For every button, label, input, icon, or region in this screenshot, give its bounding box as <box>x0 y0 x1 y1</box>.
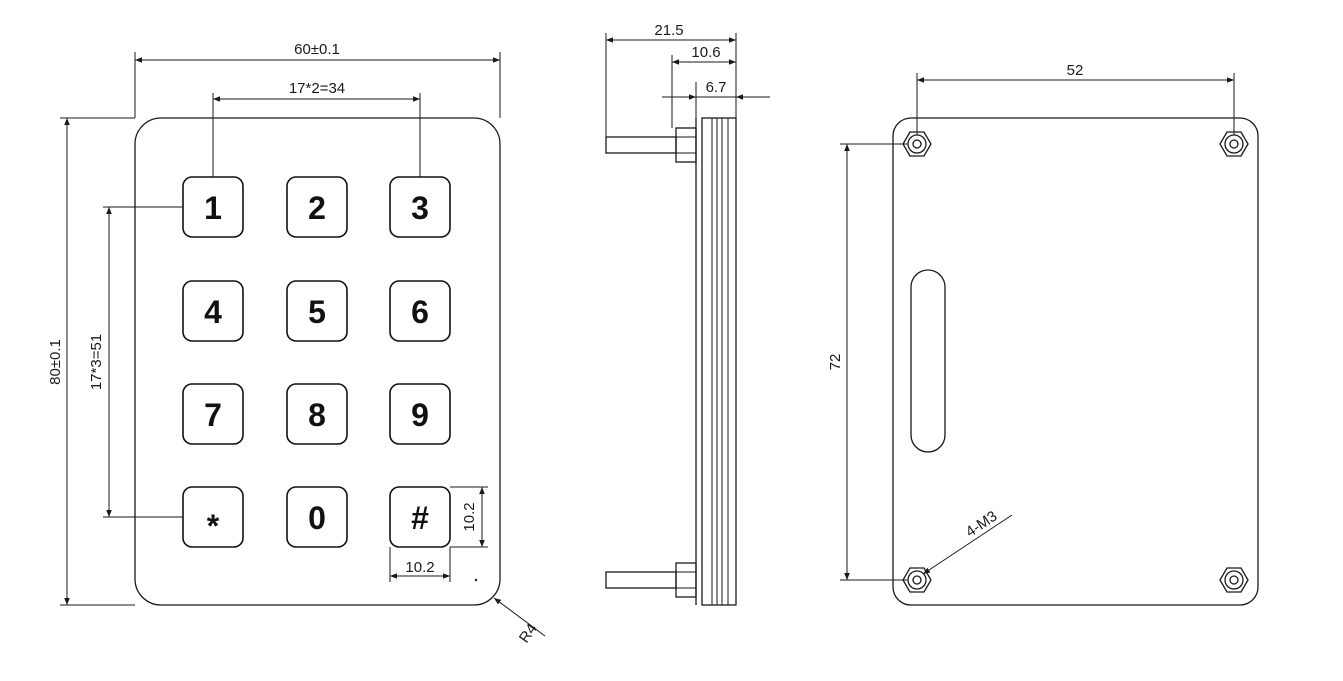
front-view: 1 2 3 4 5 6 7 8 9 * 0 # 60±0.1 17*2=34 <box>47 41 546 646</box>
svg-text:17*2=34: 17*2=34 <box>289 80 345 97</box>
key-0: 0 <box>286 486 348 548</box>
back-slot <box>910 269 946 453</box>
svg-text:7: 7 <box>204 397 222 433</box>
svg-text:#: # <box>411 500 429 536</box>
svg-text:6.7: 6.7 <box>706 79 727 96</box>
svg-text:9: 9 <box>411 397 429 433</box>
svg-text:10.2: 10.2 <box>405 559 434 576</box>
nut-top-right <box>1219 131 1249 157</box>
svg-text:2: 2 <box>308 190 326 226</box>
svg-text:5: 5 <box>308 294 326 330</box>
dim-side-depth-body: 10.6 <box>671 44 736 128</box>
svg-text:4: 4 <box>204 294 222 330</box>
key-9: 9 <box>389 383 451 445</box>
key-star: * <box>182 486 244 548</box>
dim-width-total: 60±0.1 <box>134 41 501 118</box>
svg-text:72: 72 <box>827 354 844 371</box>
svg-text:3: 3 <box>411 190 429 226</box>
dim-back-hole-spacing-v: 72 <box>827 143 908 581</box>
key-hash: # <box>389 486 451 548</box>
svg-text:10.6: 10.6 <box>691 44 720 61</box>
key-6: 6 <box>389 280 451 342</box>
dim-height-total: 80±0.1 <box>47 117 135 606</box>
svg-text:80±0.1: 80±0.1 <box>47 339 64 385</box>
svg-text:60±0.1: 60±0.1 <box>294 41 340 58</box>
dim-key-height: 10.2 <box>450 486 488 548</box>
dim-key-width: 10.2 <box>389 547 451 582</box>
key-8: 8 <box>286 383 348 445</box>
svg-text:*: * <box>207 508 220 544</box>
dim-side-depth-total: 21.5 <box>605 22 737 137</box>
svg-text:6: 6 <box>411 294 429 330</box>
dim-corner-radius: R4 <box>474 578 546 646</box>
dim-back-hole-spacing-h: 52 <box>916 62 1235 135</box>
svg-text:8: 8 <box>308 397 326 433</box>
svg-text:1: 1 <box>204 190 222 226</box>
svg-text:17*3=51: 17*3=51 <box>88 334 105 390</box>
key-5: 5 <box>286 280 348 342</box>
back-view: 52 72 4-M3 <box>827 62 1259 606</box>
key-1: 1 <box>182 176 244 238</box>
keypad-outline <box>134 117 501 606</box>
key-7: 7 <box>182 383 244 445</box>
svg-text:R4: R4 <box>516 621 541 646</box>
svg-text:10.2: 10.2 <box>461 502 478 531</box>
key-2: 2 <box>286 176 348 238</box>
side-view: 21.5 10.6 6.7 <box>605 22 770 606</box>
back-outline <box>892 117 1259 606</box>
nut-bottom-right <box>1219 567 1249 593</box>
svg-text:4-M3: 4-M3 <box>963 508 1001 541</box>
svg-text:0: 0 <box>308 500 326 536</box>
key-4: 4 <box>182 280 244 342</box>
dim-back-holes: 4-M3 <box>922 508 1013 575</box>
dim-key-pitch-horizontal: 17*2=34 <box>212 80 421 177</box>
key-grid: 1 2 3 4 5 6 7 8 9 * 0 # <box>182 176 451 548</box>
svg-text:52: 52 <box>1067 62 1084 79</box>
svg-text:21.5: 21.5 <box>654 22 683 39</box>
dim-key-pitch-vertical: 17*3=51 <box>88 206 183 518</box>
dim-side-depth-panel: 6.7 <box>662 79 770 118</box>
key-3: 3 <box>389 176 451 238</box>
